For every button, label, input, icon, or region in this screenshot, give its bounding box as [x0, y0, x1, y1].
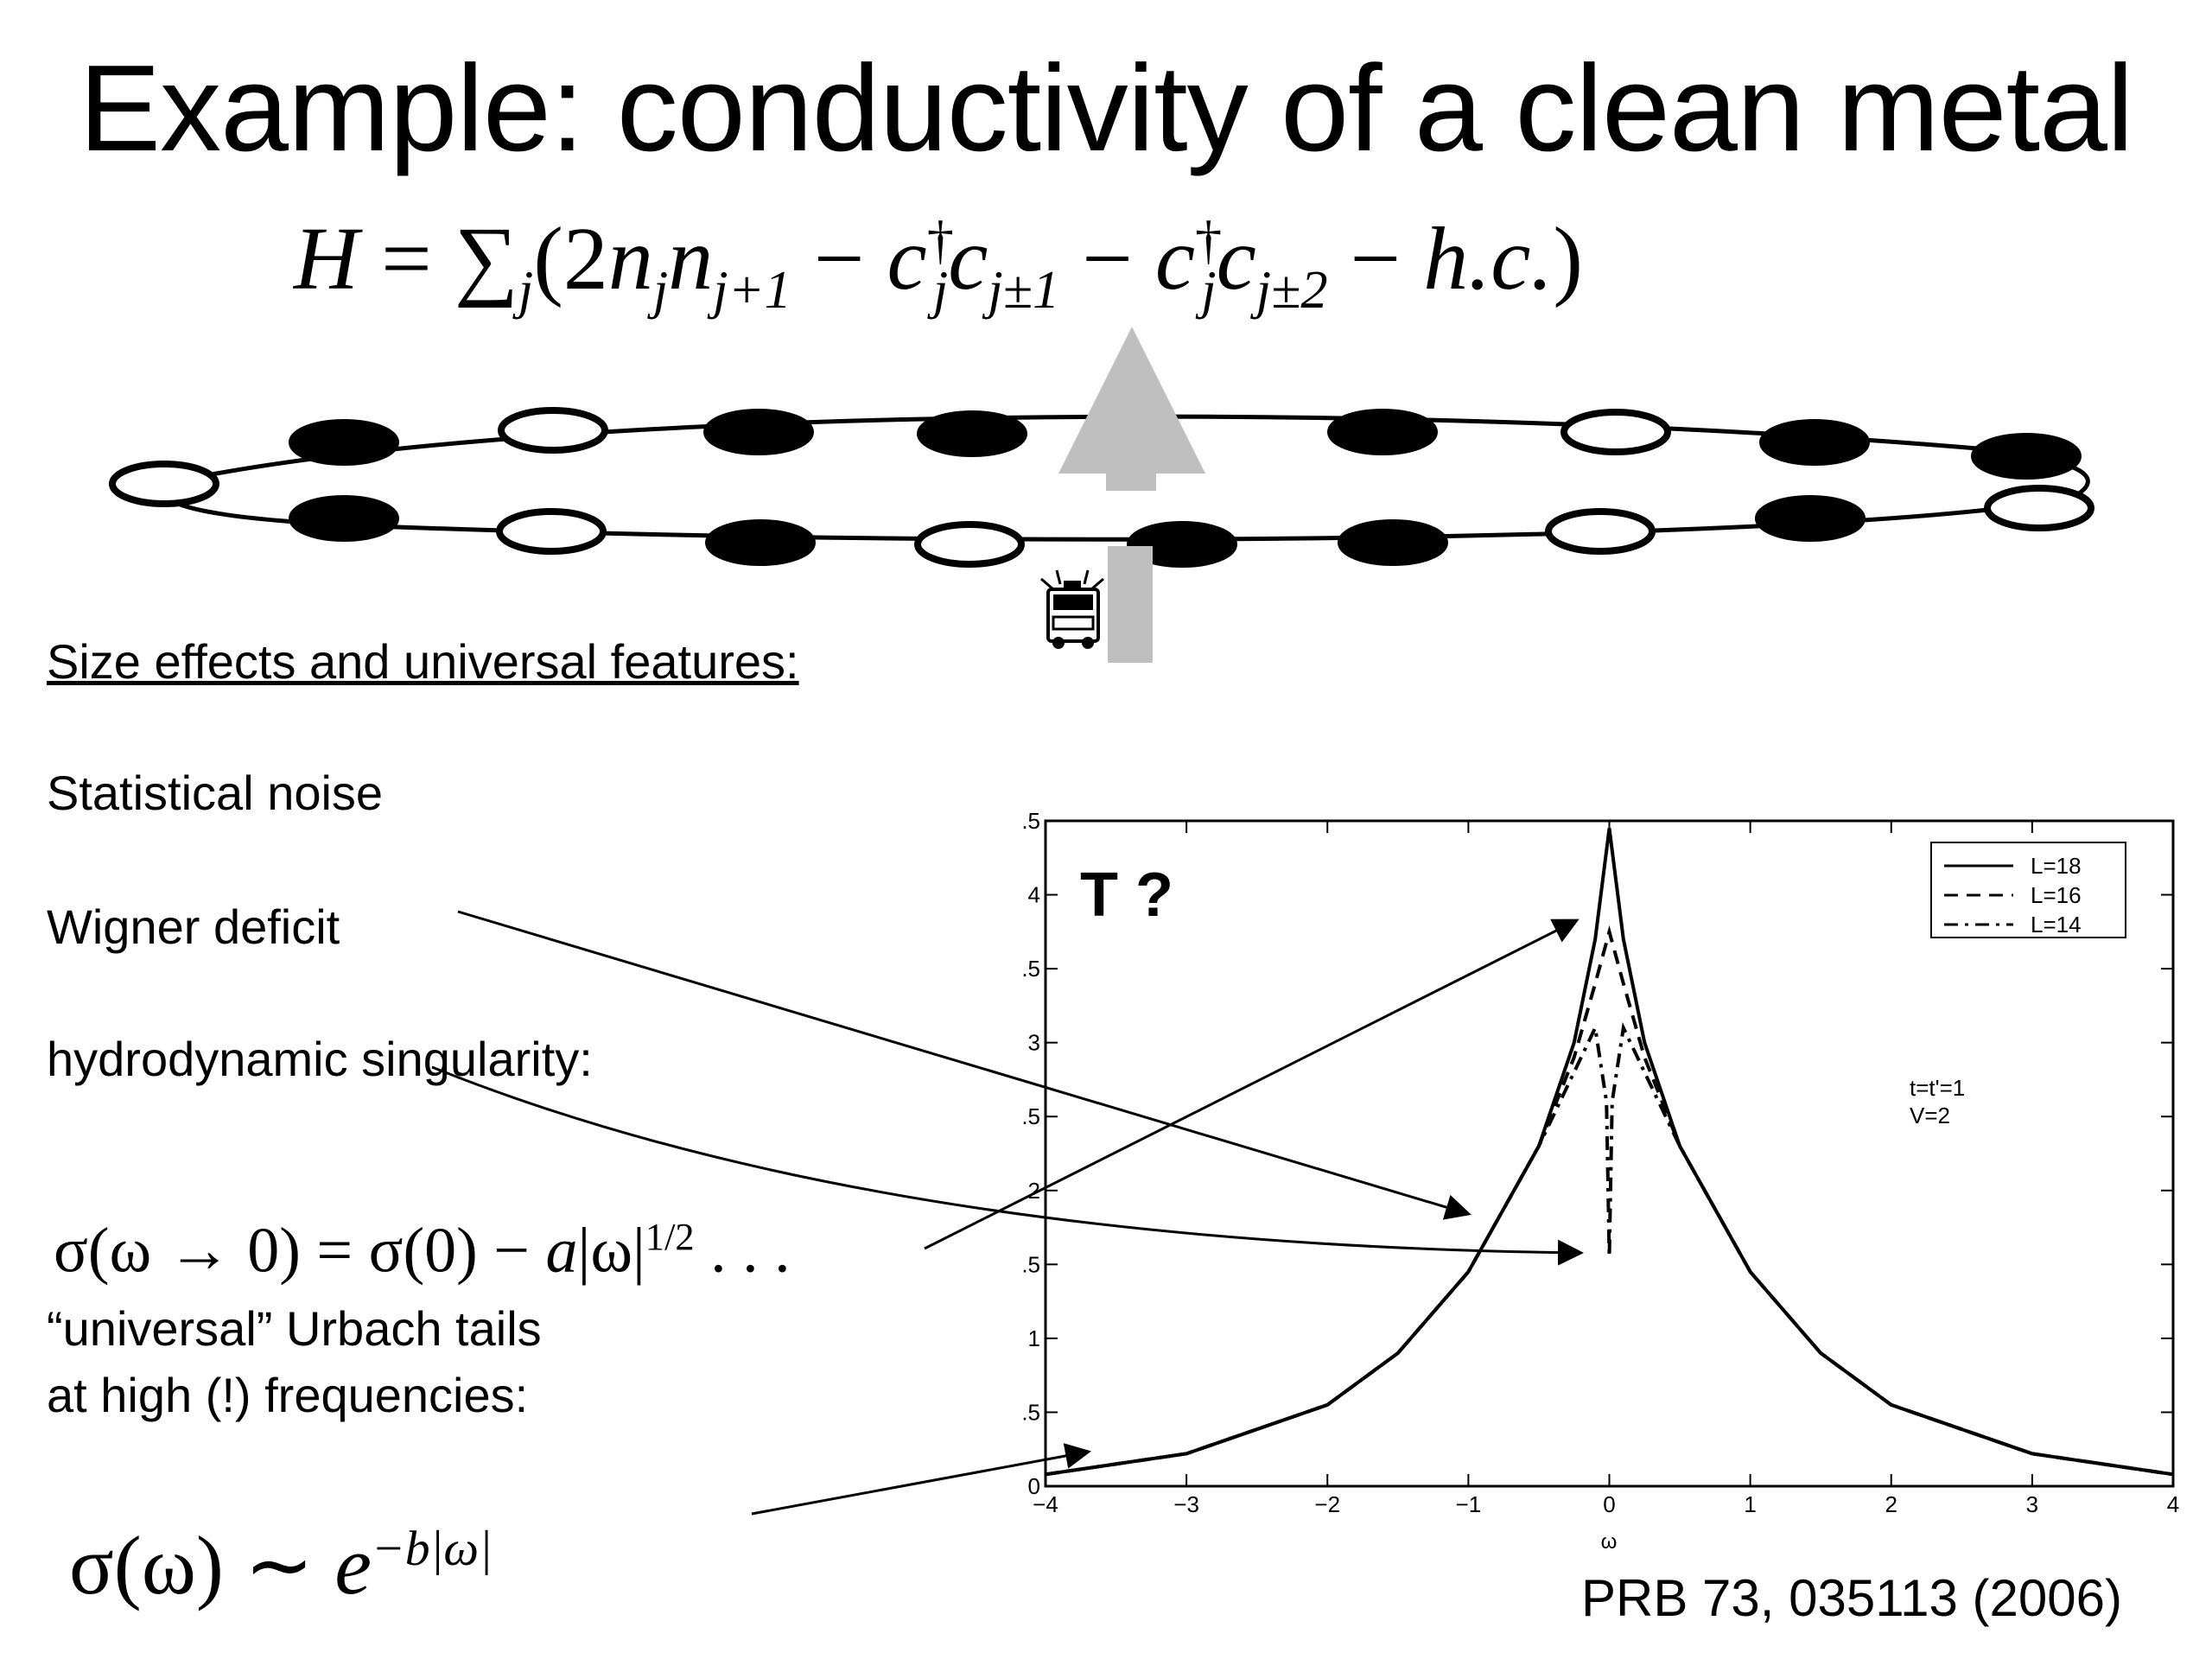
ring-site-filled — [289, 419, 399, 466]
ring-site-filled — [289, 495, 399, 542]
slide-title: Example: conductivity of a clean metal — [79, 40, 2133, 177]
x-tick-label: 0 — [1603, 1491, 1615, 1517]
y-tick-label: .5 — [1021, 1251, 1040, 1277]
y-tick-label: 1 — [1028, 1325, 1040, 1351]
up-arrow-icon — [1058, 327, 1205, 663]
series-lines — [1045, 828, 2174, 1477]
ring-site-filled — [1971, 433, 2082, 480]
y-tick-label: .5 — [1021, 956, 1040, 982]
legend-label: L=16 — [2031, 882, 2082, 908]
ring-site-empty — [914, 521, 1025, 568]
ring-site-filled — [1755, 495, 1866, 542]
ring-bottom-sites — [289, 485, 2094, 568]
x-tick-label: −4 — [1033, 1491, 1058, 1517]
x-tick-label: −3 — [1173, 1491, 1199, 1517]
arrow-hydro-to-dip — [431, 1065, 1584, 1266]
size-effects-heading: Size effects and universal features: — [47, 634, 799, 689]
x-tick-label: −2 — [1314, 1491, 1340, 1517]
arrow-sigma-to-peak — [924, 918, 1580, 1250]
x-tick-label: −1 — [1456, 1491, 1482, 1517]
high-frequencies-label: at high (!) frequencies: — [47, 1368, 529, 1422]
wigner-deficit-label: Wigner deficit — [47, 899, 340, 954]
x-tick-label: 2 — [1885, 1491, 1897, 1517]
statistical-noise-label: Statistical noise — [47, 766, 384, 820]
arrow-urbach-to-tail — [751, 1443, 1091, 1516]
series-line-L=14 — [1045, 1021, 2174, 1477]
annotation-arrows — [431, 910, 1584, 1516]
hamiltonian-equation: H = ∑j(2njnj+1 − c†jcj±1 − c†jcj±2 − h.c… — [294, 209, 1583, 320]
x-axis-label: ω — [1601, 1530, 1618, 1554]
chart-note-line-1: t=t'=1 — [1910, 1075, 1965, 1101]
y-tick-label: 0 — [1028, 1473, 1040, 1499]
ring-site-empty — [498, 407, 608, 454]
y-tick-label: 3 — [1028, 1030, 1040, 1056]
urbach-formula: σ(ω) ∼ e−b|ω| — [69, 1519, 493, 1611]
ring-site-filled — [1759, 419, 1870, 466]
ring-site-filled — [917, 410, 1027, 457]
ring-site-filled — [705, 519, 816, 566]
ring-site-empty — [1560, 409, 1671, 455]
sigma-formula: σ(ω → 0) = σ(0) − a|ω|1/2 . . . — [54, 1215, 791, 1287]
chart-legend: L=18L=16L=14 — [1930, 842, 2126, 938]
y-tick-label: 2 — [1028, 1178, 1040, 1204]
chart-note-line-2: V=2 — [1910, 1103, 1950, 1128]
ring-top-sites — [109, 407, 2082, 507]
x-tick-label: 1 — [1744, 1491, 1756, 1517]
ring-site-filled — [703, 409, 814, 455]
ring-site-empty — [1984, 485, 2094, 531]
hydrodynamic-singularity-label: hydrodynamic singularity: — [47, 1032, 593, 1086]
urbach-tails-label: “universal” Urbach tails — [47, 1301, 542, 1356]
arrow-wigner-to-dip — [457, 910, 1471, 1220]
legend-label: L=14 — [2031, 912, 2082, 938]
ring-site-empty — [496, 508, 607, 555]
fire-truck-icon — [1040, 569, 1104, 649]
chart-annotation: T ? — [1080, 861, 1173, 930]
ring-site-filled — [1127, 521, 1237, 568]
ring-site-empty — [1545, 508, 1656, 555]
y-tick-label: .5 — [1021, 1103, 1040, 1129]
ring-site-filled — [1327, 409, 1438, 455]
y-tick-label: 4 — [1028, 882, 1040, 908]
ring-site-filled — [1338, 519, 1448, 566]
x-axis: −4 −3 −2 −1 0 1 2 3 4 — [1033, 821, 2179, 1517]
x-tick-label: 4 — [2167, 1491, 2179, 1517]
citation: PRB 73, 035113 (2006) — [1581, 1569, 2122, 1627]
y-tick-label: .5 — [1021, 808, 1040, 834]
x-tick-label: 3 — [2026, 1491, 2038, 1517]
y-axis: .5 4 .5 3 .5 2 .5 1 .5 0 — [1021, 808, 2173, 1499]
legend-label: L=18 — [2031, 853, 2082, 879]
ring-site-empty — [109, 461, 219, 507]
y-tick-label: .5 — [1021, 1399, 1040, 1425]
